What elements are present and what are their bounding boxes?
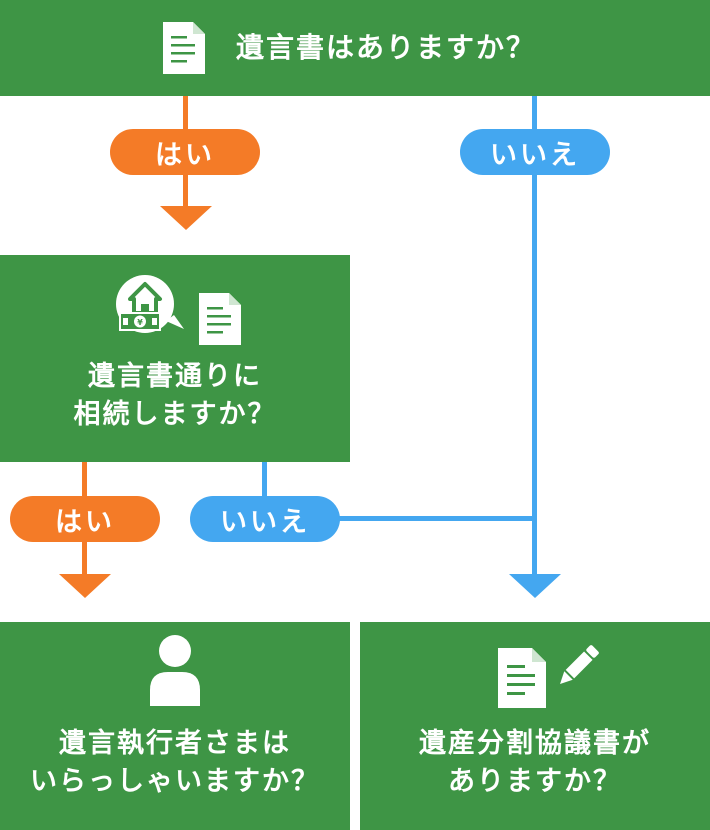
q1-no-label: いいえ (460, 129, 610, 175)
house-money-icon: ¥ (116, 275, 184, 333)
question-division-line1: 遺産分割協議書が (419, 728, 651, 759)
q1-yes-label: はい (110, 129, 260, 175)
question-inherit-line1: 遺言書通りに (88, 361, 262, 392)
q2-yes-label: はい (10, 496, 160, 542)
svg-text:¥: ¥ (137, 318, 143, 327)
question-inherit-line2: 相続しますか？ (73, 399, 277, 430)
question-inherit-per-will: ¥ 遺言書通りに 相続しますか？ (0, 255, 350, 462)
question-will-exists-title: 遺言書はありますか？ (236, 31, 537, 64)
q2-no-label: いいえ (190, 496, 340, 542)
person-icon (150, 635, 200, 706)
q1-no-arrowhead (509, 574, 561, 598)
q2-no-line-horizontal (330, 516, 535, 521)
q1-yes-arrowhead (160, 206, 212, 230)
pencil-icon (560, 645, 599, 684)
q1-no-line (532, 96, 537, 580)
question-executor-line2: いらっしゃいますか？ (30, 766, 320, 797)
question-division-line2: ありますか？ (448, 766, 622, 797)
document-icon (163, 22, 205, 74)
document-icon (498, 648, 546, 708)
question-division-agreement: 遺産分割協議書が ありますか？ (360, 622, 710, 830)
q2-yes-arrowhead (59, 574, 111, 598)
question-executor: 遺言執行者さまは いらっしゃいますか？ (0, 622, 350, 830)
q2-no-line-vertical (262, 462, 267, 498)
question-executor-line1: 遺言執行者さまは (59, 728, 291, 759)
question-will-exists: 遺言書はありますか？ (0, 0, 710, 96)
document-icon (199, 293, 241, 345)
